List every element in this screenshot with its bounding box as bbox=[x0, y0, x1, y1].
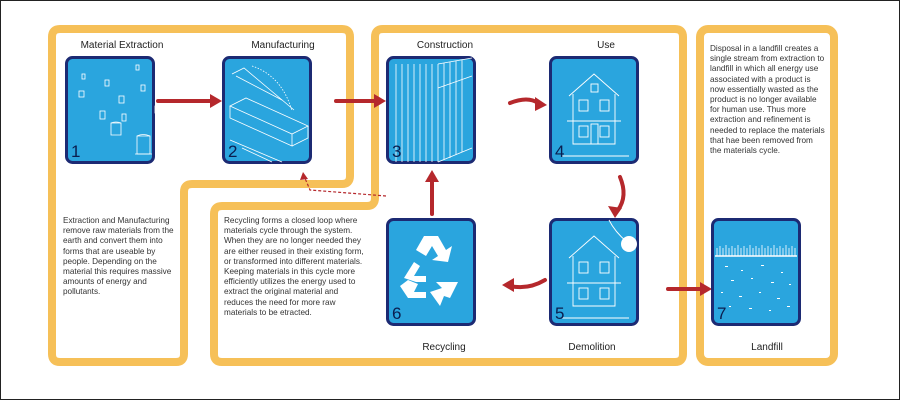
arrow-3-to-4 bbox=[508, 97, 540, 105]
house-icon bbox=[549, 56, 639, 164]
step-1-tile: 1 bbox=[65, 56, 155, 164]
extraction-panel-border bbox=[48, 25, 354, 366]
step-5-tile: 5 bbox=[549, 218, 639, 326]
step-3-tile: 3 bbox=[386, 56, 476, 164]
arrow-4-to-5 bbox=[616, 175, 626, 212]
wall-framing-icon bbox=[386, 56, 476, 164]
step-2-tile: 2 bbox=[222, 56, 312, 164]
step-7-number: 7 bbox=[717, 304, 727, 323]
step-2-number: 2 bbox=[228, 142, 238, 161]
step-1-number: 1 bbox=[71, 142, 81, 161]
demolition-house-icon bbox=[549, 218, 639, 326]
recycling-description: Recycling forms a closed loop where mate… bbox=[224, 216, 364, 317]
cycle-panel-border bbox=[210, 25, 687, 366]
step-2-title: Manufacturing bbox=[251, 40, 315, 51]
landfill-icon bbox=[711, 218, 801, 326]
dashed-recycle-to-manufacturing bbox=[303, 175, 387, 197]
landfill-description: Disposal in a landfill creates a single … bbox=[710, 44, 825, 156]
extraction-description: Extraction and Manufacturing remove raw … bbox=[63, 216, 174, 297]
step-1-title: Material Extraction bbox=[80, 40, 164, 51]
step-4-tile: 4 bbox=[549, 56, 639, 164]
step-4-number: 4 bbox=[555, 142, 565, 161]
tree-stumps-icon bbox=[65, 56, 155, 164]
step-7-tile: 7 bbox=[711, 218, 801, 326]
step-6-tile: 6 bbox=[386, 218, 476, 326]
step-6-title: Recycling bbox=[422, 342, 466, 353]
arrow-5-to-6 bbox=[508, 278, 547, 290]
step-6-number: 6 bbox=[392, 304, 402, 323]
step-4-title: Use bbox=[597, 40, 615, 51]
step-7-title: Landfill bbox=[751, 342, 783, 353]
landfill-panel-border bbox=[696, 25, 838, 366]
step-3-title: Construction bbox=[416, 40, 474, 51]
saw-lumber-icon bbox=[222, 56, 312, 164]
step-3-number: 3 bbox=[392, 142, 402, 161]
step-5-number: 5 bbox=[555, 304, 565, 323]
step-5-title: Demolition bbox=[568, 342, 616, 353]
recycle-icon bbox=[386, 218, 476, 326]
